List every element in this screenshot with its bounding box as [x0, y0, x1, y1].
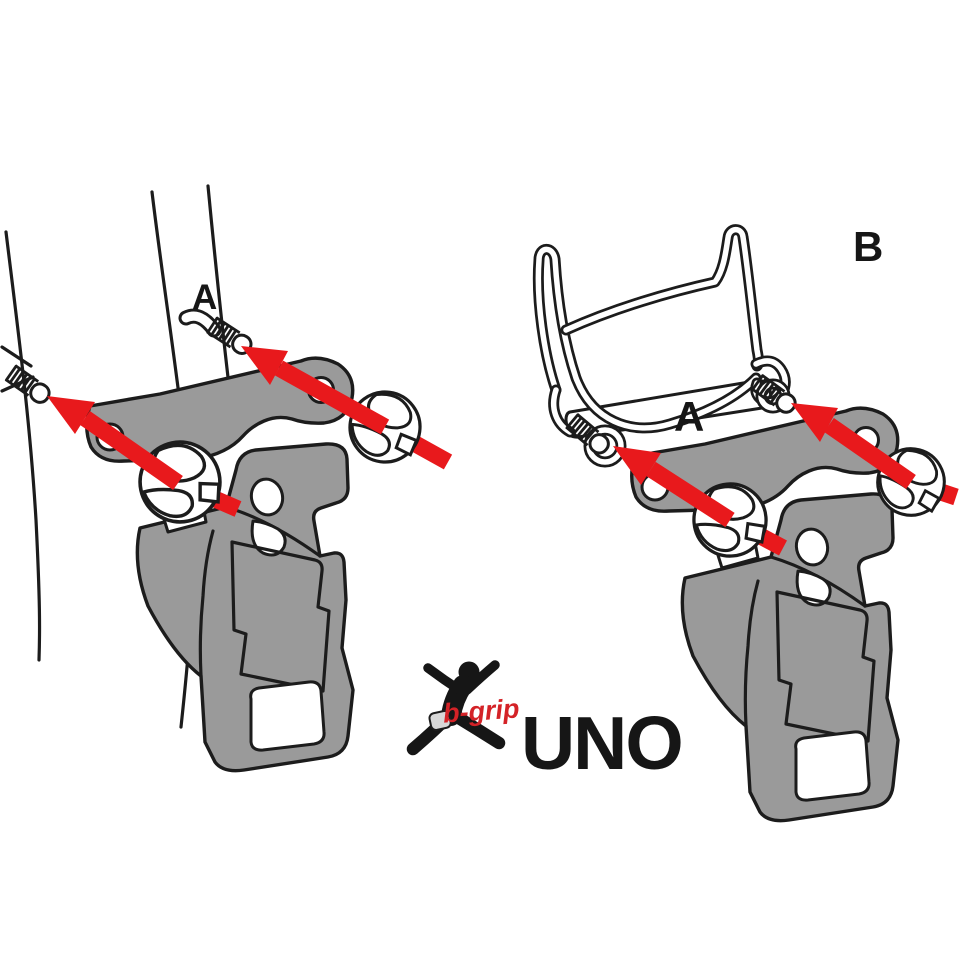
- product-name: UNO: [521, 701, 684, 785]
- red-arrowhead: [241, 346, 288, 385]
- red-arrow-upper-left: [274, 360, 390, 435]
- plate-and-holster-left: [85, 356, 355, 773]
- frame-boss-stud: [3, 363, 54, 408]
- bottle-cage: [532, 224, 801, 468]
- red-arrow-lower-left: [80, 411, 183, 490]
- label-a-right: A: [674, 393, 705, 440]
- frame-boss-gusset: [0, 345, 35, 393]
- red-arrowhead: [47, 396, 95, 434]
- red-arrow-right: [824, 418, 916, 489]
- left-panel: [0, 184, 453, 773]
- right-panel: [532, 224, 959, 823]
- jumping-man-icon: [406, 660, 506, 756]
- brand-name: b-grip: [442, 693, 521, 729]
- red-arrowhead: [613, 446, 661, 485]
- label-a-left: A: [192, 278, 218, 317]
- red-arrowhead: [791, 403, 838, 442]
- label-b-right: B: [853, 223, 884, 270]
- down-tube-line: [4, 230, 42, 662]
- red-arrow-left: [646, 461, 735, 528]
- hip-pouch: [428, 710, 452, 731]
